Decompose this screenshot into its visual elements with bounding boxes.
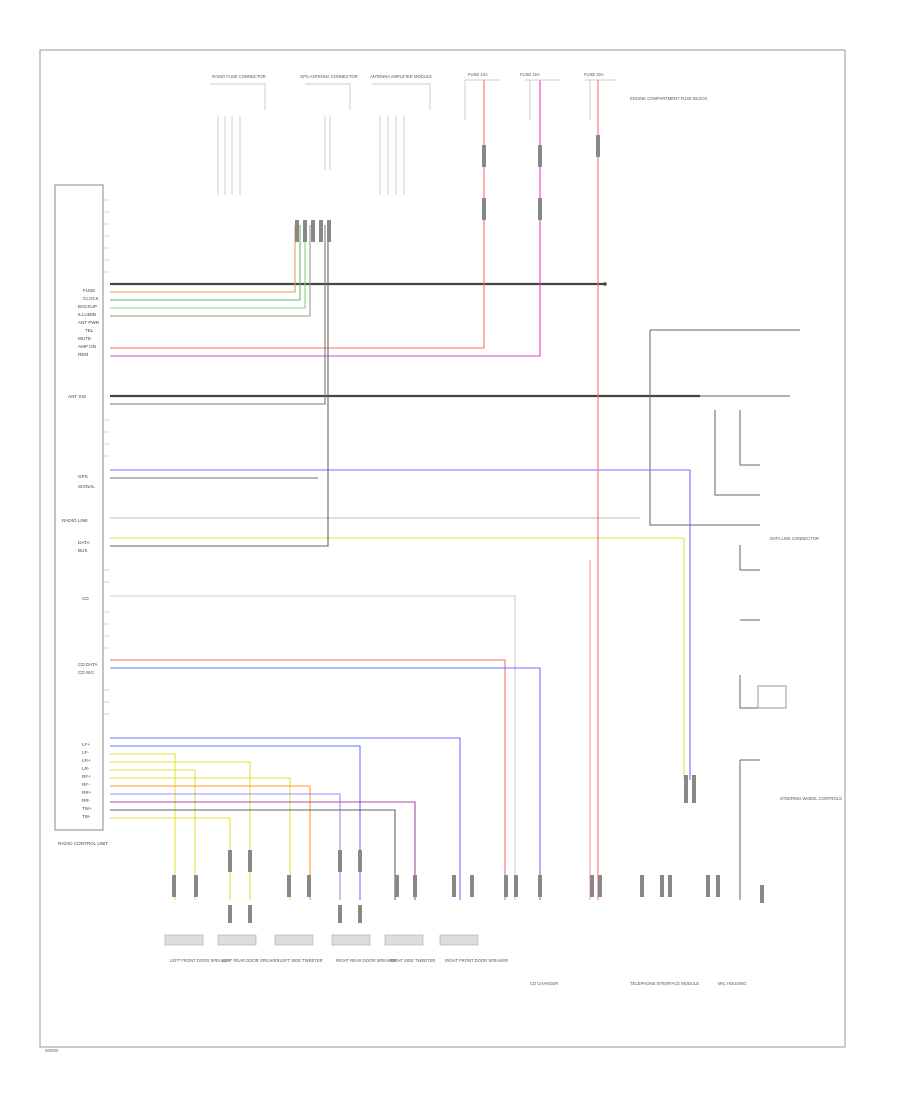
fuse-10a-label: FUSE 10A — [468, 72, 488, 77]
speaker-right-rear: RIGHT REAR DOOR SPEAKER — [331, 934, 396, 963]
svg-text:CD: CD — [82, 596, 89, 601]
svg-text:RF+: RF+ — [82, 774, 91, 779]
svg-text:SIGNAL: SIGNAL — [78, 484, 95, 489]
svg-text:RF-: RF- — [82, 782, 90, 787]
svg-text:TW-: TW- — [82, 814, 91, 819]
right-side-modules — [649, 329, 800, 900]
diagram-frame — [39, 49, 846, 1048]
svg-text:ANT SIG: ANT SIG — [68, 394, 87, 399]
svg-text:AMP ON: AMP ON — [78, 344, 96, 349]
svg-text:ILLUMIN: ILLUMIN — [78, 312, 96, 317]
speaker-right-front: RIGHT FRONT DOOR SPEAKER — [439, 934, 508, 963]
bottom-connector-blocks — [172, 135, 764, 923]
svg-text:CD DATA: CD DATA — [78, 662, 98, 667]
svg-text:TEL: TEL — [85, 328, 94, 333]
svg-text:RR+: RR+ — [82, 790, 92, 795]
svg-text:FUSE: FUSE — [83, 288, 95, 293]
svg-text:MUTE: MUTE — [78, 336, 91, 341]
svg-text:REM: REM — [78, 352, 88, 357]
svg-text:LR-: LR- — [82, 766, 90, 771]
radio-control-unit: FUSE CLOCK BACKUP ILLUMIN ANT PWR TEL MUTE AM… — [54, 184, 110, 846]
telephone-module-label: TELEPHONE INTERFACE MODULE — [630, 981, 699, 986]
speaker-right-tweeter: RIGHT SIDE TWEETER — [384, 934, 435, 963]
data-wires — [110, 225, 691, 900]
fuse-20a-label: FUSE 20A — [584, 72, 604, 77]
svg-text:LEFT REAR DOOR SPEAKER: LEFT REAR DOOR SPEAKER — [222, 958, 280, 963]
radio-unit-label: RADIO CONTROL UNIT — [58, 841, 108, 846]
svg-text:BACKUP: BACKUP — [78, 304, 97, 309]
radio-wires — [110, 80, 541, 405]
svg-text:CLOCK: CLOCK — [83, 296, 100, 301]
bottom-module-labels: CD CHANGER TELEPHONE INTERFACE MODULE MI… — [530, 981, 746, 986]
svg-text:DATA: DATA — [78, 540, 91, 545]
svg-text:RR-: RR- — [82, 798, 91, 803]
steering-controls-label: STEERING WHEEL CONTROLS — [780, 796, 842, 801]
fuse-15a-label: FUSE 15A — [520, 72, 540, 77]
svg-text:LR+: LR+ — [82, 758, 91, 763]
svg-text:RIGHT SIDE TWEETER: RIGHT SIDE TWEETER — [390, 958, 435, 963]
fuse-block-label: ENGINE COMPARTMENT FUSE BLOCK — [630, 96, 707, 101]
svg-text:RADIO LINK: RADIO LINK — [62, 518, 89, 523]
svg-text:RIGHT REAR DOOR SPEAKER: RIGHT REAR DOOR SPEAKER — [336, 958, 396, 963]
svg-text:GPS: GPS — [78, 474, 88, 479]
speaker-left-front: LEFT FRONT DOOR SPEAKER — [164, 934, 230, 963]
svg-text:ANT PWR: ANT PWR — [78, 320, 100, 325]
fuse-feed-wires — [589, 80, 599, 900]
svg-text:LF+: LF+ — [82, 742, 90, 747]
figure-code: W0000 — [45, 1048, 59, 1053]
antenna-amplifier-label: ANTENNA AMPLIFIER MODULE — [370, 74, 432, 79]
cd-changer-label: CD CHANGER — [530, 981, 558, 986]
speaker-left-tweeter: LEFT SIDE TWEETER — [274, 934, 323, 963]
speakers: LEFT FRONT DOOR SPEAKER LEFT REAR DOOR S… — [164, 934, 508, 963]
svg-text:LEFT SIDE TWEETER: LEFT SIDE TWEETER — [280, 958, 323, 963]
svg-text:CD SIG: CD SIG — [78, 670, 94, 675]
svg-text:BUS: BUS — [78, 548, 87, 553]
svg-text:RIGHT FRONT DOOR SPEAKER: RIGHT FRONT DOOR SPEAKER — [445, 958, 508, 963]
radio-fuse-connector-label: RADIO FUSE CONNECTOR — [212, 74, 266, 79]
gps-antenna-connector-label: GPS ANTENNA CONNECTOR — [300, 74, 358, 79]
mic-housing-label: MIC HOUSING — [718, 981, 746, 986]
data-link-label: DATA LINK CONNECTOR — [770, 536, 819, 541]
speaker-wires — [110, 737, 461, 900]
svg-text:TW+: TW+ — [82, 806, 92, 811]
fuse-block: FUSE 10A FUSE 15A FUSE 20A ENGINE COMPAR… — [464, 72, 707, 120]
top-connectors: RADIO FUSE CONNECTOR GPS ANTENNA CONNECT… — [210, 74, 432, 195]
svg-text:LEFT FRONT DOOR SPEAKER: LEFT FRONT DOOR SPEAKER — [170, 958, 230, 963]
svg-text:LF-: LF- — [82, 750, 89, 755]
speaker-left-rear: LEFT REAR DOOR SPEAKER — [217, 934, 280, 963]
power-bus-lines — [110, 282, 700, 398]
